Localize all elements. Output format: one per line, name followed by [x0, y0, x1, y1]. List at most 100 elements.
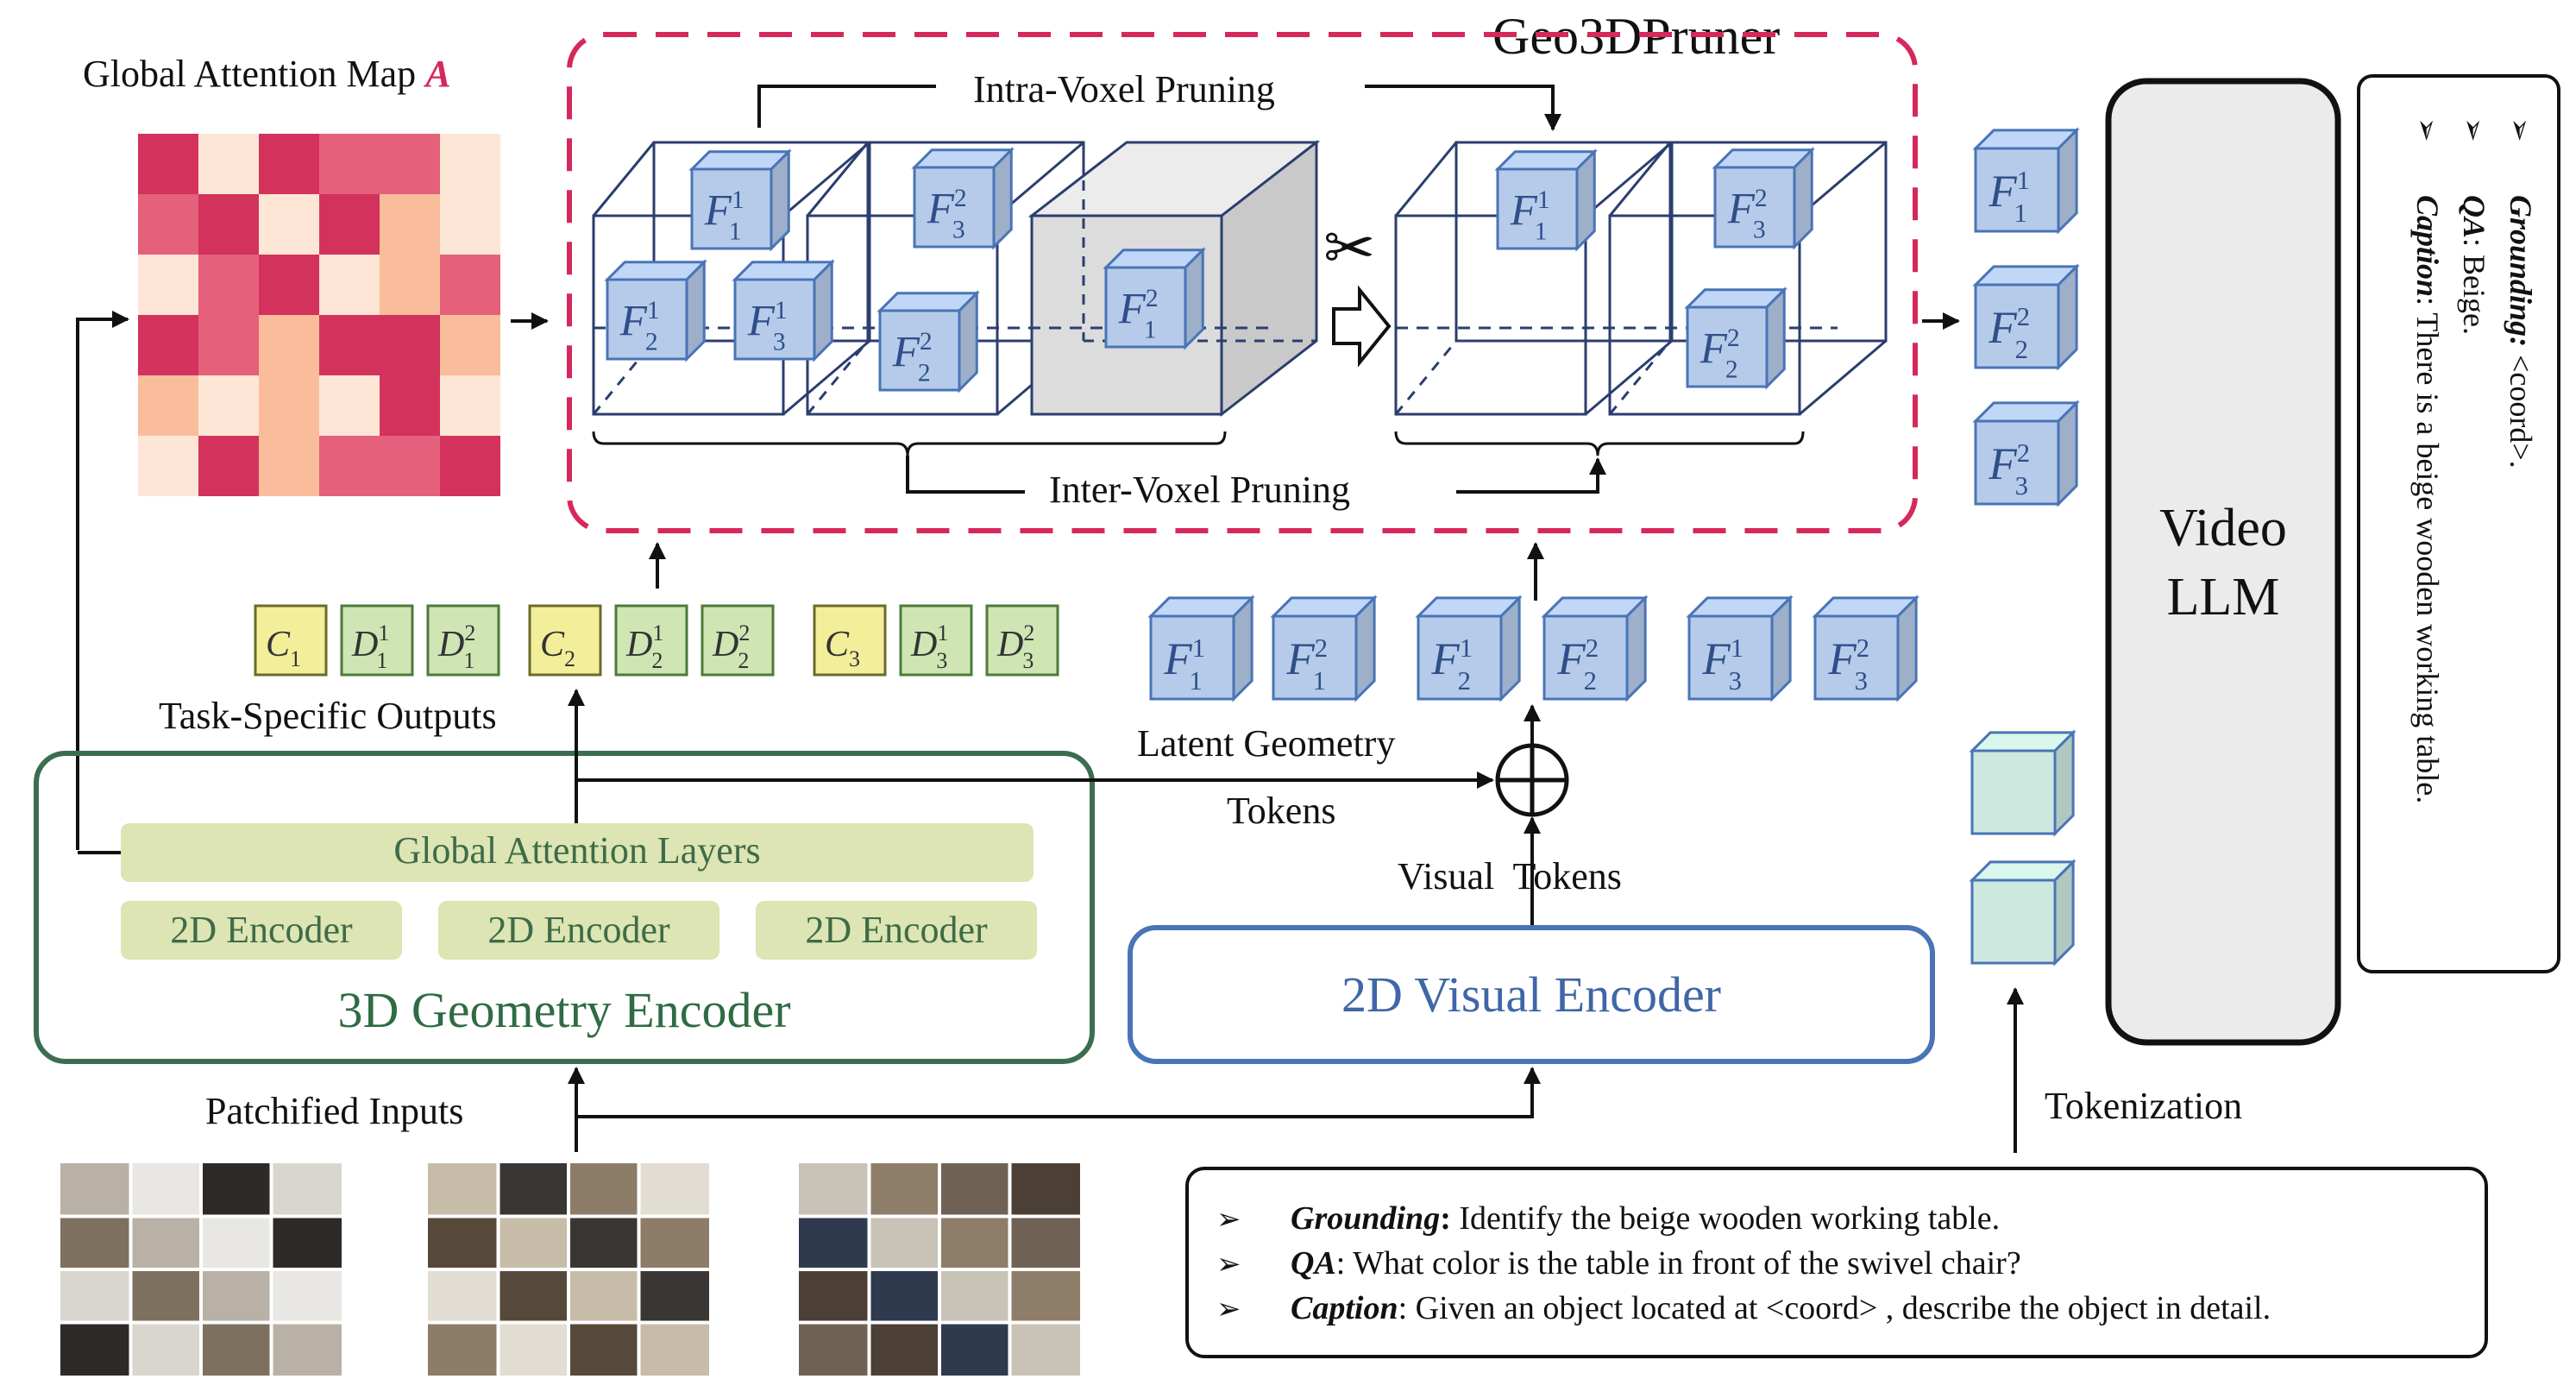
prompt-list: ➢Grounding: Identify the beige wooden wo… [1216, 1200, 2271, 1326]
latent-geometry-label-2: Tokens [1227, 790, 1335, 832]
attention-cell [259, 375, 319, 436]
attention-cell [198, 255, 259, 315]
prompt-item: QA: What color is the table in front of … [1291, 1245, 2021, 1281]
video-llm-box[interactable] [2105, 78, 2341, 1046]
attention-cell [198, 134, 259, 194]
encoder-2d-row: 2D Encoder 2D Encoder 2D Encoder [121, 901, 1037, 960]
attention-cell [380, 255, 440, 315]
intra-bracket-right [1365, 85, 1561, 131]
pruning-arrow-icon [1332, 285, 1392, 368]
attention-cell [440, 194, 500, 255]
input-frame [428, 1163, 709, 1376]
voxel-group-after [1394, 141, 1888, 416]
inter-brace-before [592, 431, 1227, 457]
inputs-to-visual-arrow [576, 1067, 1541, 1118]
visual-tokens-label: Visual Tokens [1398, 855, 1622, 897]
output-item: ➢ Caption: There is a beige wooden workin… [2410, 117, 2445, 803]
attention-cell [440, 375, 500, 436]
output-item: ➢QA: Beige. [2457, 117, 2491, 335]
attention-cell [319, 134, 380, 194]
attention-cell [440, 436, 500, 496]
attention-cell [259, 134, 319, 194]
attention-map-label: Global Attention Map A [83, 53, 451, 95]
output-item: ➢ Grounding: <coord>. [2504, 117, 2538, 469]
attention-cell [380, 194, 440, 255]
video-llm-label-line2: LLM [2167, 568, 2280, 627]
attention-cell [319, 436, 380, 496]
geometry-encoder-box [34, 751, 1095, 1064]
svg-text:➢: ➢ [2504, 117, 2535, 142]
attention-cell [259, 255, 319, 315]
prompt-box [1185, 1167, 2488, 1358]
intra-voxel-label: Intra-Voxel Pruning [973, 68, 1275, 110]
attention-cell [319, 375, 380, 436]
attention-feedback-arrow [76, 311, 129, 850]
attention-cell [380, 375, 440, 436]
attention-cell [138, 134, 198, 194]
attention-cell [440, 315, 500, 375]
output-box [2357, 74, 2560, 973]
prompt-bullet-icon: ➢ [1216, 1249, 1241, 1281]
inter-bracket-right [1456, 457, 1606, 494]
attention-cell [198, 375, 259, 436]
input-frame [60, 1163, 342, 1376]
svg-text:➢: ➢ [2457, 117, 2489, 142]
svg-text:➢: ➢ [2410, 117, 2442, 142]
task-token: C2 [528, 604, 602, 677]
input-frames [60, 1163, 1080, 1376]
attention-cell [380, 315, 440, 375]
visual-encoder-box [1128, 925, 1935, 1064]
attention-cell [198, 194, 259, 255]
attention-cell [380, 436, 440, 496]
output-list: ➢Grounding: <coord>.➢QA: Beige.➢Caption:… [2410, 117, 2538, 803]
text-token [1969, 729, 2077, 837]
attention-cell [138, 436, 198, 496]
attention-cell [138, 255, 198, 315]
geometry-encoder-title: 3D Geometry Encoder [337, 982, 790, 1038]
attention-cell [259, 315, 319, 375]
attention-cell [440, 134, 500, 194]
attention-cell [319, 194, 380, 255]
attention-cell [319, 255, 380, 315]
patchified-inputs-label: Patchified Inputs [205, 1090, 463, 1132]
prompt-bullet-icon: ➢ [1216, 1204, 1241, 1236]
global-attention-layers-label: Global Attention Layers [393, 829, 760, 872]
task-token-label: C1 [266, 625, 301, 671]
svg-text:Grounding: <coord>.: Grounding: <coord>. [2504, 195, 2538, 469]
attention-cell [380, 134, 440, 194]
inter-brace-after [1394, 431, 1805, 457]
geo3dpruner-box [567, 32, 1918, 533]
prompt-bullet-icon: ➢ [1216, 1294, 1241, 1325]
inter-bracket-left [906, 456, 1025, 494]
task-token: C3 [813, 604, 887, 677]
latent-geometry-label-1: Latent Geometry [1137, 722, 1395, 765]
intra-bracket-left [757, 85, 936, 128]
visual-encoder-title: 2D Visual Encoder [1341, 967, 1721, 1023]
svg-text:Caption: There is a beige wood: Caption: There is a beige wooden working… [2410, 195, 2445, 803]
attention-cell [259, 436, 319, 496]
text-token [1969, 859, 2077, 967]
